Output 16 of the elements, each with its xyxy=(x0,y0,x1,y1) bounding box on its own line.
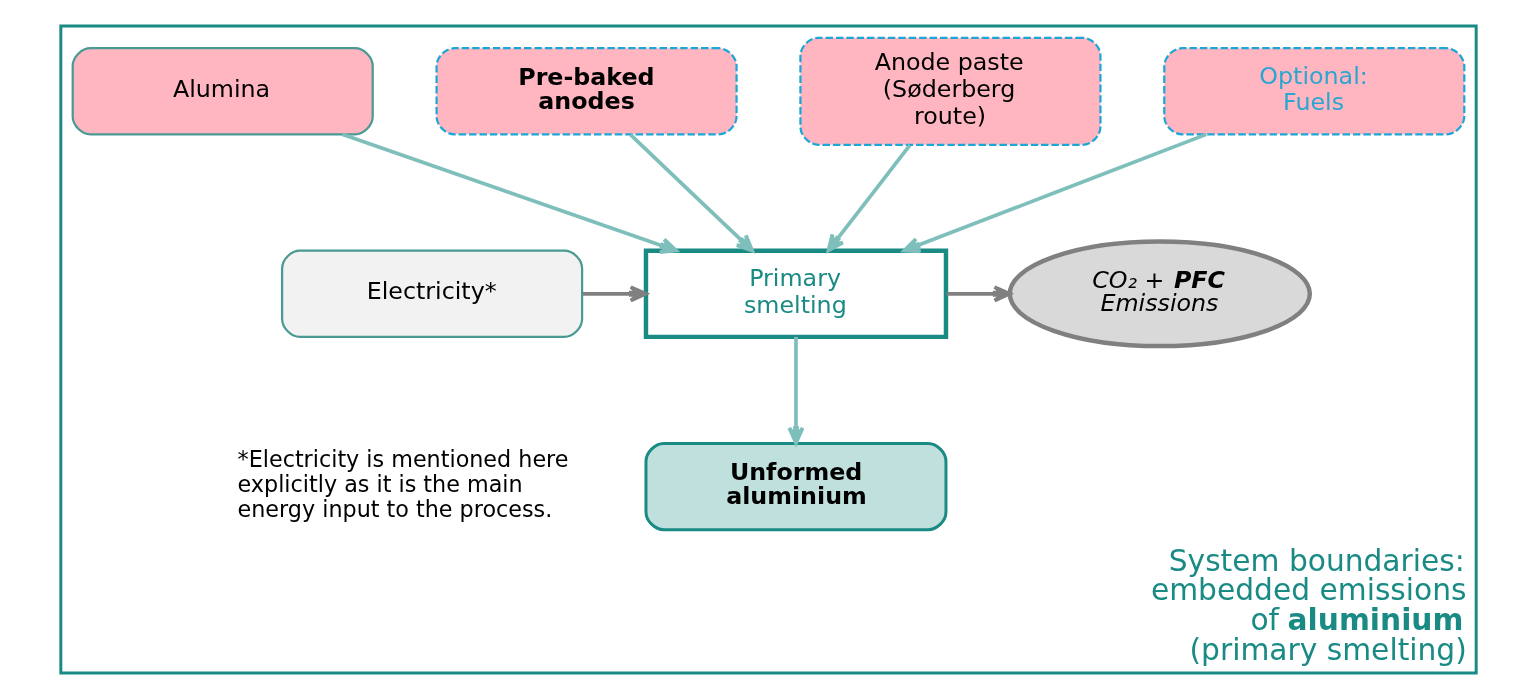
node-box: Unformed aluminium xyxy=(644,442,948,532)
arrow xyxy=(629,133,754,253)
node-box: Alumina xyxy=(71,47,374,136)
arrow xyxy=(341,132,678,254)
node-box: Primary smelting xyxy=(643,248,949,340)
node-ellipse: CO₂ + PFC Emissions xyxy=(1007,239,1313,349)
label: *Electricity is mentioned here explicitly as it is the main energy input to the process. xyxy=(237,445,569,523)
arrow xyxy=(582,285,648,303)
arrow xyxy=(826,144,912,253)
arrow xyxy=(787,336,805,445)
node-box: Pre-baked anodes xyxy=(435,47,738,136)
arrow xyxy=(902,132,1207,254)
node-box: Anode paste (Søderberg route) xyxy=(799,36,1102,146)
arrow xyxy=(946,285,1012,303)
node-box: Electricity* xyxy=(281,249,584,338)
node-box: Optional: Fuels xyxy=(1163,47,1466,136)
